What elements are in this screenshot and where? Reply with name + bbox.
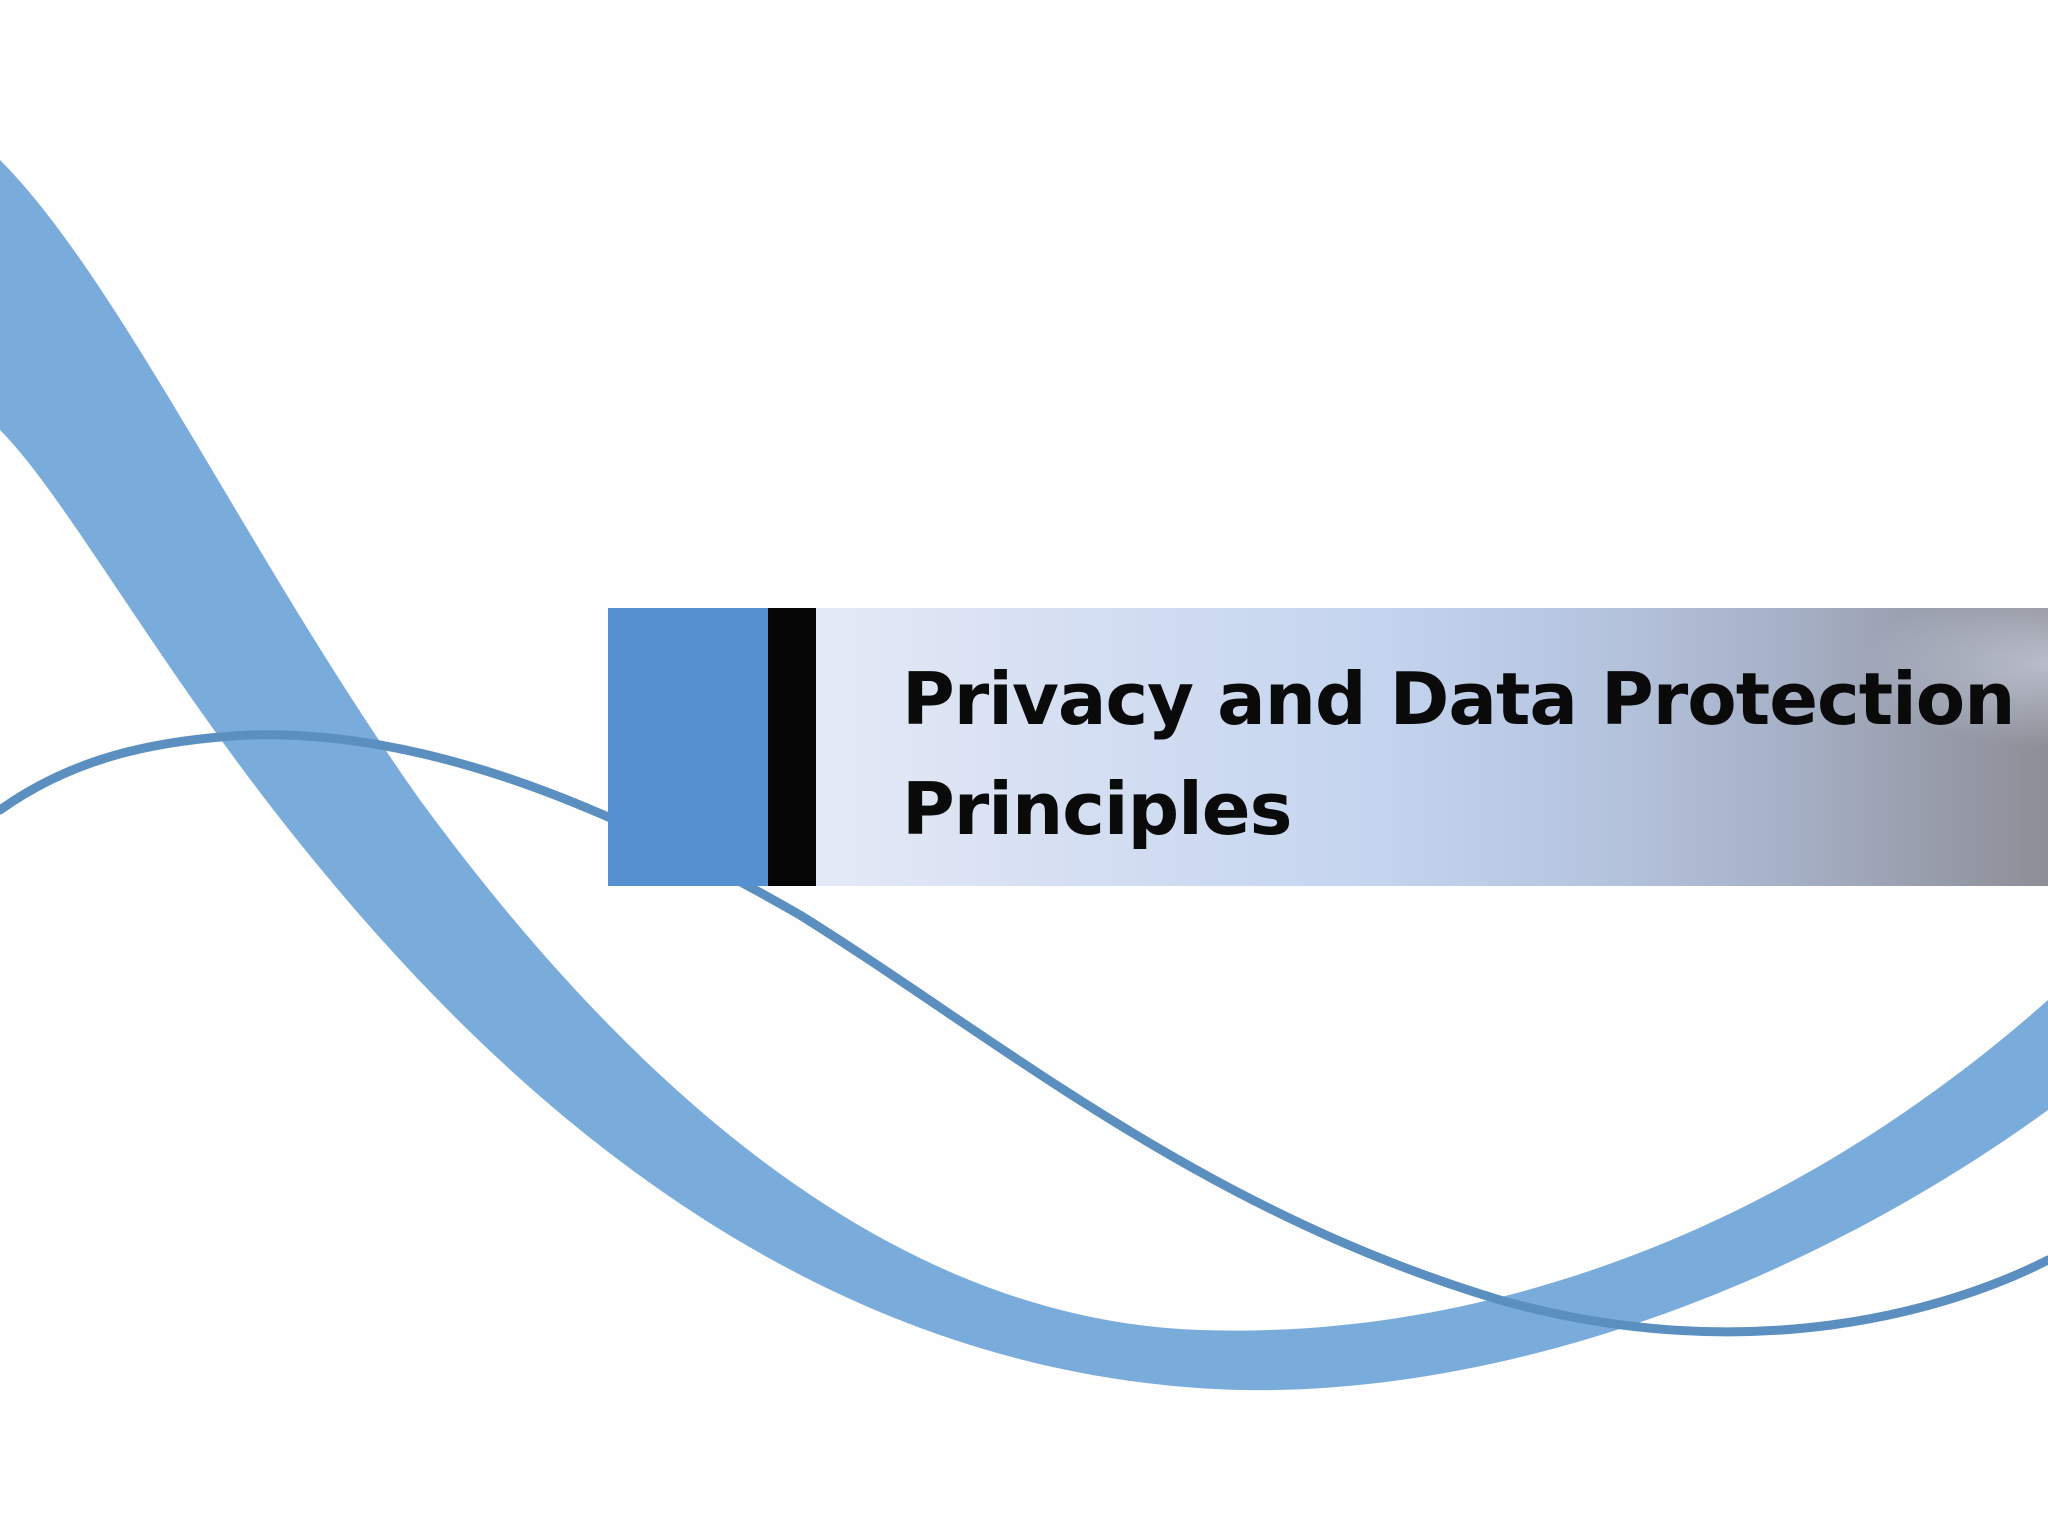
banner-glow — [816, 608, 2048, 886]
banner-blue-block — [608, 608, 768, 886]
banner-black-bar — [768, 608, 816, 886]
slide-title: Privacy and Data Protection Principles — [902, 657, 2016, 851]
thin-line-wave — [0, 730, 2048, 1337]
title-banner: Privacy and Data Protection Principles — [608, 608, 2048, 886]
